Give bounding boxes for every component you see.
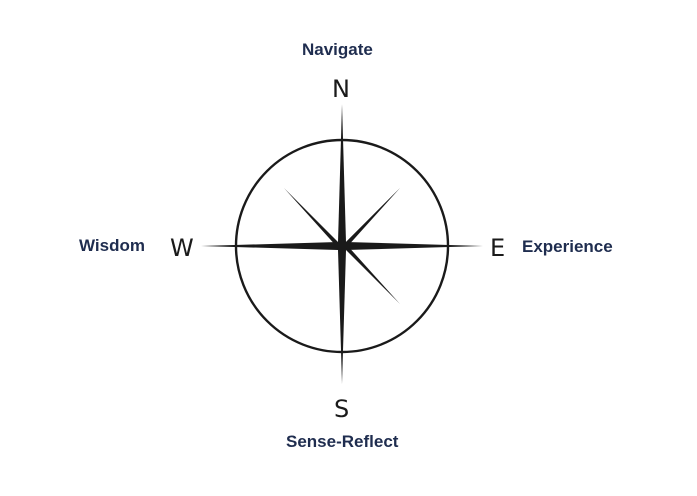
letter-south: S — [334, 395, 350, 423]
label-wisdom: Wisdom — [79, 236, 145, 255]
needle-southwest — [284, 244, 344, 304]
label-experience: Experience — [522, 237, 613, 256]
needle-west — [201, 242, 346, 250]
label-sense-reflect: Sense-Reflect — [286, 432, 399, 451]
compass-center — [337, 241, 347, 251]
needle-north — [338, 104, 346, 250]
label-navigate: Navigate — [302, 40, 373, 59]
needle-south — [338, 242, 346, 384]
needle-northeast-b — [342, 188, 400, 248]
needle-northwest — [284, 188, 342, 248]
letter-north: N — [332, 75, 350, 103]
needle-southeast — [342, 244, 400, 304]
letter-west: W — [170, 234, 194, 262]
needle-east — [338, 242, 483, 250]
letter-east: E — [490, 234, 506, 262]
